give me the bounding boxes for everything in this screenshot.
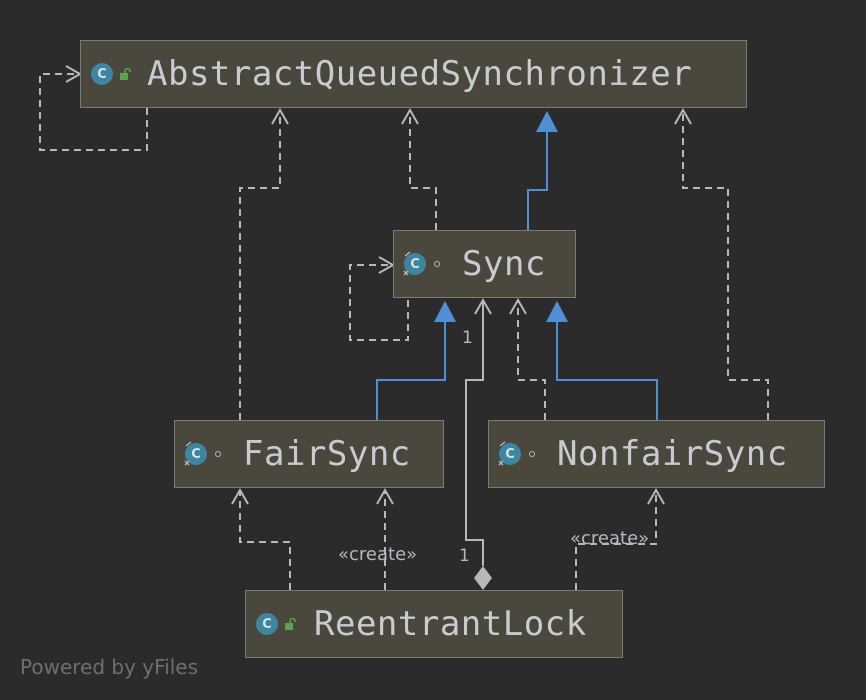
class-name: ReentrantLock: [314, 604, 587, 644]
open-lock-icon: [120, 68, 131, 80]
package-visibility-icon: [529, 451, 535, 457]
open-lock-icon: [285, 618, 296, 630]
inheritance-arrowhead: [536, 111, 558, 132]
composition-diamond: [474, 566, 492, 590]
class-node-fair-sync[interactable]: C FairSync: [174, 420, 444, 488]
arrowhead: [401, 107, 419, 125]
arrowhead: [271, 107, 289, 125]
abstract-class-icon: C: [403, 251, 426, 276]
final-mark-icon: [184, 441, 192, 466]
abstract-mark-icon: [403, 251, 411, 276]
nonfair-extends-sync: [556, 320, 658, 420]
class-node-sync[interactable]: C Sync: [393, 230, 576, 298]
nonfair-to-sync-dependency: [517, 300, 546, 420]
package-visibility-icon: [434, 261, 440, 267]
multiplicity-label: 1: [459, 546, 470, 566]
class-name: NonfairSync: [557, 434, 788, 474]
arrowhead: [647, 487, 665, 505]
sync-self-dependency: [349, 264, 409, 341]
sync-to-aqs-dependency: [409, 110, 437, 230]
nonfair-to-aqs-dependency: [682, 110, 769, 420]
class-node-nonfair-sync[interactable]: C NonfairSync: [488, 420, 825, 488]
sync-extends-aqs: [527, 130, 548, 230]
arrowhead: [231, 487, 249, 505]
final-class-icon: C: [184, 441, 207, 466]
package-visibility-icon: [215, 451, 221, 457]
class-icon: C: [91, 63, 113, 85]
class-name: Sync: [462, 244, 546, 284]
arrowhead: [509, 297, 527, 315]
create-stereotype-label: «create»: [338, 544, 418, 565]
arrowhead: [674, 107, 692, 125]
aqs-self-dependency: [39, 73, 148, 151]
lock-to-fair-dependency: [239, 490, 291, 590]
inheritance-arrowhead: [546, 301, 568, 322]
class-name: AbstractQueuedSynchronizer: [147, 54, 693, 94]
inheritance-arrowhead: [434, 301, 456, 322]
fair-extends-sync: [376, 320, 446, 420]
powered-by-footer: Powered by yFiles: [20, 655, 198, 679]
create-stereotype-label: «create»: [570, 528, 650, 549]
final-class-icon: C: [498, 441, 521, 466]
multiplicity-label: 1: [462, 328, 473, 348]
class-node-abstract-queued-synchronizer[interactable]: C AbstractQueuedSynchronizer: [80, 40, 747, 108]
lock-to-sync-composition: [465, 300, 484, 566]
class-name: FairSync: [243, 434, 411, 474]
lock-to-nonfair-create: [575, 490, 657, 590]
arrowhead: [376, 487, 394, 505]
final-mark-icon: [498, 441, 506, 466]
class-icon: C: [256, 613, 278, 635]
fair-to-aqs-dependency: [239, 110, 281, 420]
class-node-reentrant-lock[interactable]: C ReentrantLock: [245, 590, 623, 658]
